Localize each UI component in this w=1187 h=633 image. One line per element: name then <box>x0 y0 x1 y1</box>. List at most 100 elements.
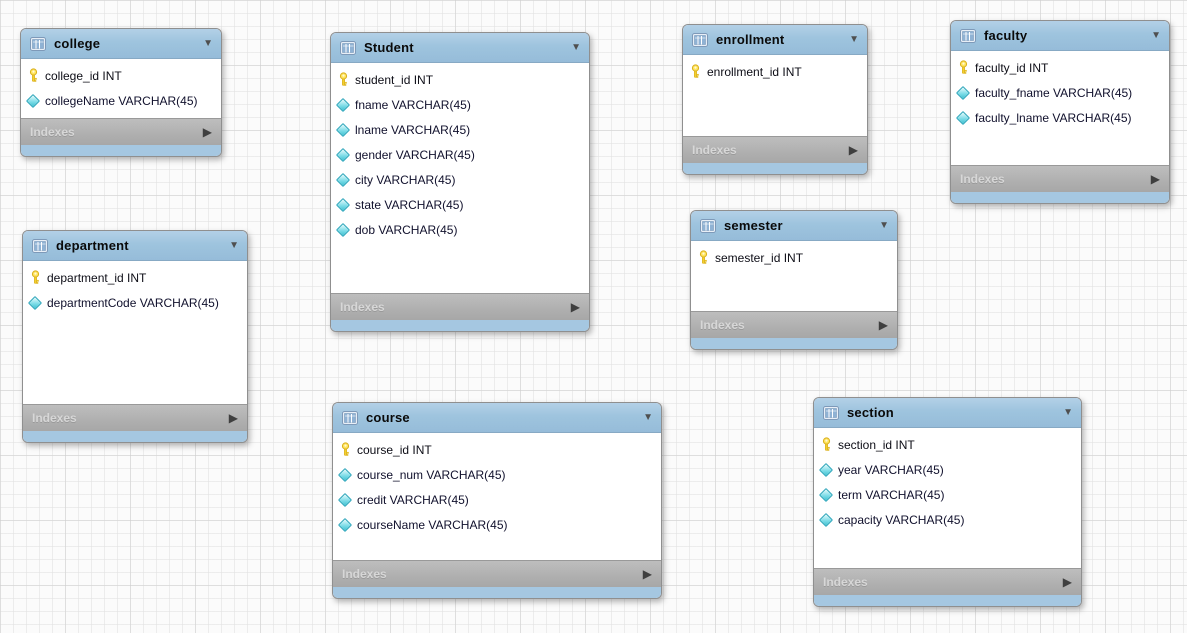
column-row[interactable]: course_id INT <box>333 437 661 462</box>
indexes-label: Indexes <box>960 172 1005 186</box>
column-label: department_id INT <box>47 270 147 285</box>
column-row[interactable]: semester_id INT <box>691 245 897 270</box>
column-row[interactable]: credit VARCHAR(45) <box>333 487 661 512</box>
column-label: enrollment_id INT <box>707 64 802 79</box>
table-grid-icon <box>30 36 46 51</box>
column-label: capacity VARCHAR(45) <box>838 512 965 527</box>
table-header[interactable]: semester ▼ <box>691 211 897 241</box>
table-columns: college_id INT collegeName VARCHAR(45) <box>21 59 221 118</box>
column-row[interactable]: collegeName VARCHAR(45) <box>21 88 221 113</box>
chevron-right-icon[interactable]: ▶ <box>878 318 888 332</box>
table-header[interactable]: department ▼ <box>23 231 247 261</box>
diamond-icon <box>335 97 351 112</box>
indexes-bar[interactable]: Indexes ▶ <box>23 404 247 431</box>
column-row[interactable]: department_id INT <box>23 265 247 290</box>
column-label: semester_id INT <box>715 250 804 265</box>
db-table-enrollment[interactable]: enrollment ▼ enrollment_id INT Indexes ▶ <box>682 24 868 175</box>
chevron-right-icon[interactable]: ▶ <box>202 125 212 139</box>
chevron-right-icon[interactable]: ▶ <box>1150 172 1160 186</box>
chevron-right-icon[interactable]: ▶ <box>570 300 580 314</box>
column-row[interactable]: faculty_fname VARCHAR(45) <box>951 80 1169 105</box>
column-row[interactable]: year VARCHAR(45) <box>814 457 1081 482</box>
db-table-faculty[interactable]: faculty ▼ faculty_id INT faculty_fname V… <box>950 20 1170 204</box>
bottom-strip <box>333 587 661 598</box>
bottom-strip <box>683 163 867 174</box>
table-header[interactable]: Student ▼ <box>331 33 589 63</box>
indexes-bar[interactable]: Indexes ▶ <box>21 118 221 145</box>
chevron-down-icon[interactable]: ▼ <box>849 33 859 45</box>
diamond-icon <box>337 492 353 507</box>
table-columns: semester_id INT <box>691 241 897 311</box>
column-row[interactable]: section_id INT <box>814 432 1081 457</box>
db-table-semester[interactable]: semester ▼ semester_id INT Indexes ▶ <box>690 210 898 350</box>
column-row[interactable]: college_id INT <box>21 63 221 88</box>
column-label: course_id INT <box>357 442 432 457</box>
db-table-section[interactable]: section ▼ section_id INT year VARCHAR(45… <box>813 397 1082 607</box>
column-row[interactable]: state VARCHAR(45) <box>331 192 589 217</box>
column-row[interactable]: departmentCode VARCHAR(45) <box>23 290 247 315</box>
table-columns: course_id INT course_num VARCHAR(45) cre… <box>333 433 661 560</box>
table-grid-icon <box>823 405 839 420</box>
indexes-bar[interactable]: Indexes ▶ <box>951 165 1169 192</box>
chevron-down-icon[interactable]: ▼ <box>643 411 653 423</box>
table-name: department <box>56 238 129 253</box>
table-name: enrollment <box>716 32 785 47</box>
db-table-college[interactable]: college ▼ college_id INT collegeName VAR… <box>20 28 222 157</box>
column-row[interactable]: faculty_lname VARCHAR(45) <box>951 105 1169 130</box>
column-label: faculty_fname VARCHAR(45) <box>975 85 1133 100</box>
table-columns: student_id INT fname VARCHAR(45) lname V… <box>331 63 589 293</box>
chevron-down-icon[interactable]: ▼ <box>203 37 213 49</box>
column-label: faculty_lname VARCHAR(45) <box>975 110 1132 125</box>
chevron-right-icon[interactable]: ▶ <box>228 411 238 425</box>
column-row[interactable]: term VARCHAR(45) <box>814 482 1081 507</box>
db-table-student[interactable]: Student ▼ student_id INT fname VARCHAR(4… <box>330 32 590 332</box>
bottom-strip <box>23 431 247 442</box>
chevron-down-icon[interactable]: ▼ <box>229 239 239 251</box>
column-row[interactable]: courseName VARCHAR(45) <box>333 512 661 537</box>
chevron-down-icon[interactable]: ▼ <box>1063 406 1073 418</box>
column-row[interactable]: fname VARCHAR(45) <box>331 92 589 117</box>
key-icon <box>27 68 39 83</box>
column-label: term VARCHAR(45) <box>838 487 945 502</box>
chevron-right-icon[interactable]: ▶ <box>1062 575 1072 589</box>
diamond-icon <box>337 467 353 482</box>
column-row[interactable]: city VARCHAR(45) <box>331 167 589 192</box>
column-row[interactable]: enrollment_id INT <box>683 59 867 84</box>
diamond-icon <box>818 487 834 502</box>
indexes-bar[interactable]: Indexes ▶ <box>691 311 897 338</box>
column-row[interactable]: student_id INT <box>331 67 589 92</box>
db-table-department[interactable]: department ▼ department_id INT departmen… <box>22 230 248 443</box>
chevron-down-icon[interactable]: ▼ <box>879 219 889 231</box>
table-columns: enrollment_id INT <box>683 55 867 136</box>
column-row[interactable]: gender VARCHAR(45) <box>331 142 589 167</box>
table-columns: section_id INT year VARCHAR(45) term VAR… <box>814 428 1081 568</box>
indexes-bar[interactable]: Indexes ▶ <box>331 293 589 320</box>
diamond-icon <box>335 122 351 137</box>
chevron-down-icon[interactable]: ▼ <box>1151 29 1161 41</box>
column-row[interactable]: faculty_id INT <box>951 55 1169 80</box>
key-icon <box>339 442 351 457</box>
indexes-bar[interactable]: Indexes ▶ <box>683 136 867 163</box>
indexes-bar[interactable]: Indexes ▶ <box>333 560 661 587</box>
table-header[interactable]: college ▼ <box>21 29 221 59</box>
chevron-right-icon[interactable]: ▶ <box>642 567 652 581</box>
column-row[interactable]: dob VARCHAR(45) <box>331 217 589 242</box>
indexes-bar[interactable]: Indexes ▶ <box>814 568 1081 595</box>
column-label: departmentCode VARCHAR(45) <box>47 295 219 310</box>
chevron-right-icon[interactable]: ▶ <box>848 143 858 157</box>
db-table-course[interactable]: course ▼ course_id INT course_num VARCHA… <box>332 402 662 599</box>
table-name: course <box>366 410 410 425</box>
column-row[interactable]: capacity VARCHAR(45) <box>814 507 1081 532</box>
indexes-label: Indexes <box>342 567 387 581</box>
column-label: state VARCHAR(45) <box>355 197 464 212</box>
bottom-strip <box>691 338 897 349</box>
column-row[interactable]: course_num VARCHAR(45) <box>333 462 661 487</box>
chevron-down-icon[interactable]: ▼ <box>571 41 581 53</box>
table-header[interactable]: section ▼ <box>814 398 1081 428</box>
table-header[interactable]: faculty ▼ <box>951 21 1169 51</box>
table-header[interactable]: course ▼ <box>333 403 661 433</box>
column-label: year VARCHAR(45) <box>838 462 944 477</box>
table-header[interactable]: enrollment ▼ <box>683 25 867 55</box>
column-row[interactable]: lname VARCHAR(45) <box>331 117 589 142</box>
